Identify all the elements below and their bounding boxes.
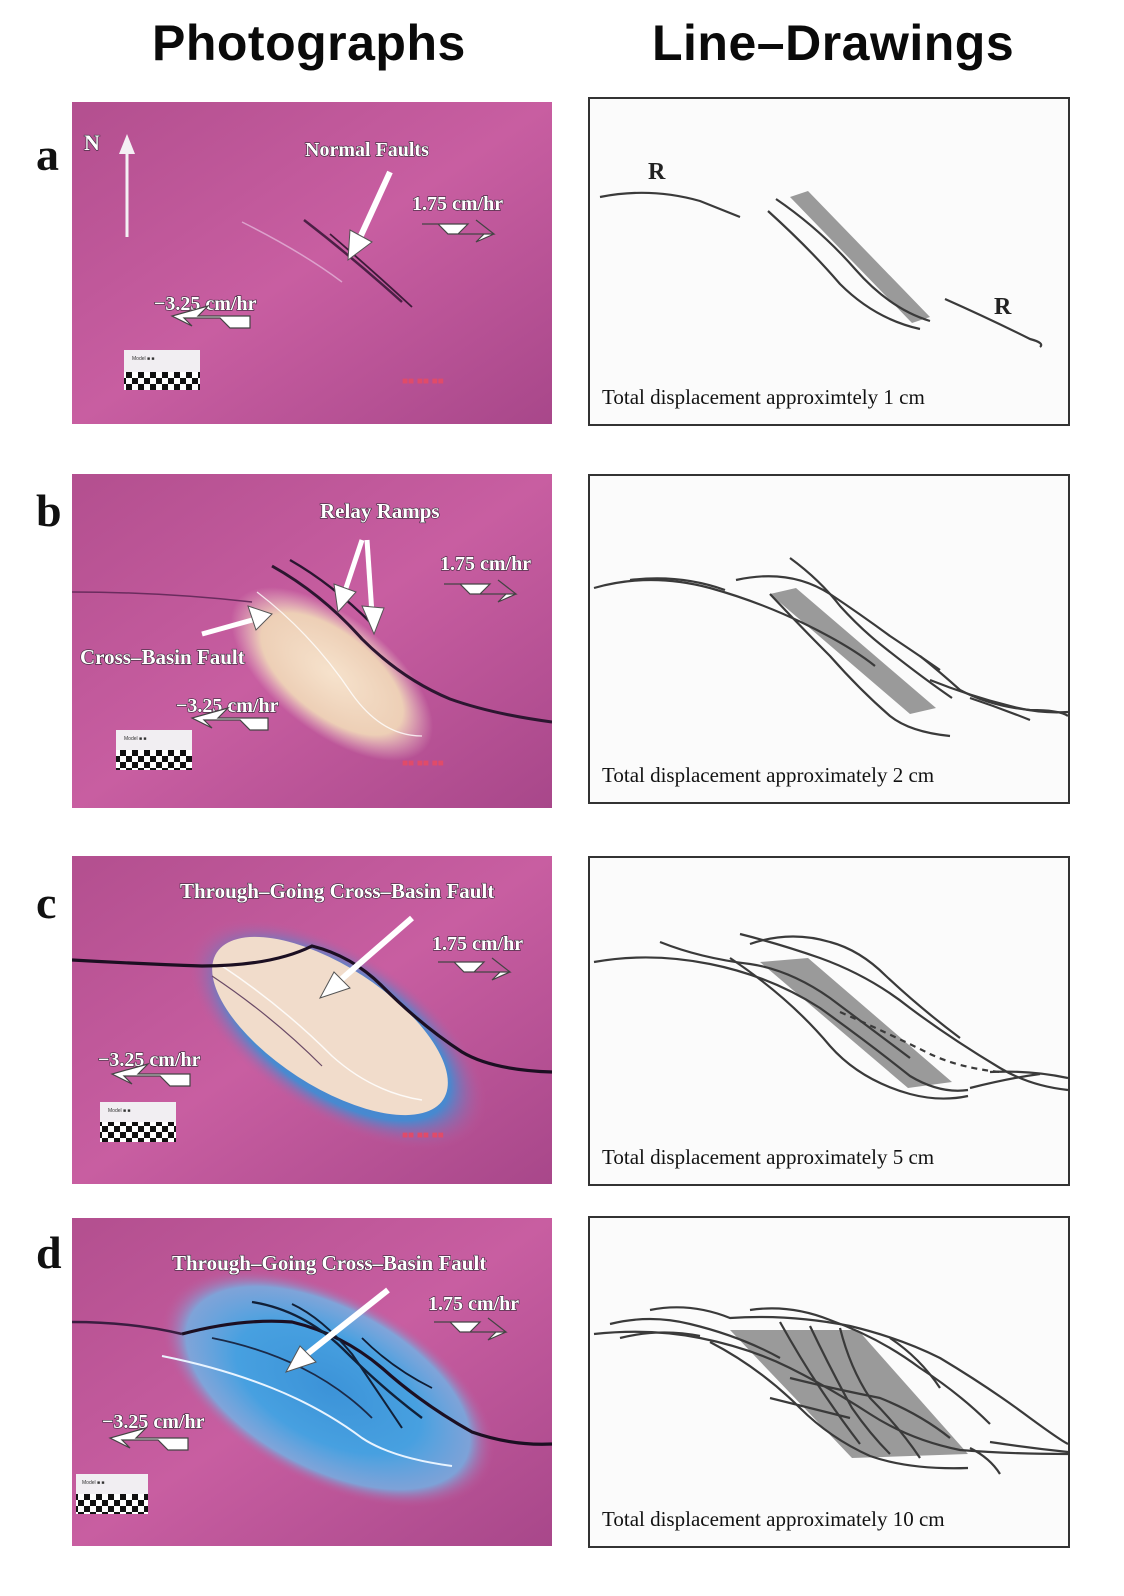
- displacement-caption: Total displacement approximately 5 cm: [602, 1145, 935, 1169]
- normal-faults-pointer-icon: [347, 170, 393, 262]
- r-label-left: R: [648, 159, 666, 185]
- cross-basin-fault-pointer-icon: [201, 605, 273, 637]
- panel-d-letter: d: [36, 1227, 62, 1278]
- panel-c-line-drawing: Total displacement approximately 5 cm: [588, 856, 1070, 1186]
- cross-basin-fault-label: Cross–Basin Fault: [80, 645, 245, 669]
- relay-ramps-label: Relay Ramps: [320, 499, 440, 523]
- svg-text:Model ■ ■: Model ■ ■: [124, 736, 146, 742]
- relay-ramps-pointer-icon: [333, 539, 385, 636]
- shear-arrow-left-icon: [108, 1426, 189, 1451]
- shear-arrow-right-icon: [444, 579, 518, 603]
- panel-c-photo: Through–Going Cross–Basin Fault 1.75 cm/…: [72, 856, 552, 1184]
- shear-arrow-left-icon: [190, 706, 269, 731]
- svg-text:■■ ■■ ■■: ■■ ■■ ■■: [402, 376, 444, 387]
- photographs-header: Photographs: [152, 15, 466, 71]
- stretch-zone-shading: [760, 958, 952, 1088]
- shear-arrow-left-icon: [110, 1062, 191, 1087]
- panel-b-letter: b: [36, 485, 62, 536]
- panel-a-letter: a: [36, 129, 59, 180]
- rate-left-label: −3.25 cm/hr: [102, 1411, 205, 1433]
- rate-right-label: 1.75 cm/hr: [428, 1293, 519, 1315]
- scale-card-icon: Model ■ ■: [116, 730, 192, 770]
- through-going-fault-pointer-icon: [284, 1287, 390, 1373]
- displacement-caption: Total displacement approximately 10 cm: [602, 1507, 945, 1531]
- line-drawings-header: Line–Drawings: [652, 15, 1015, 71]
- stretch-zone-shading: [790, 191, 930, 323]
- shear-arrow-left-icon: [170, 304, 251, 329]
- through-going-fault-label: Through–Going Cross–Basin Fault: [180, 879, 494, 903]
- svg-text:Model ■ ■: Model ■ ■: [132, 356, 154, 362]
- rate-left-label: −3.25 cm/hr: [154, 293, 257, 315]
- rate-right-label: 1.75 cm/hr: [440, 553, 531, 575]
- north-label: N: [84, 130, 100, 155]
- scale-card-icon: Model ■ ■: [100, 1102, 176, 1142]
- panel-a-photo: N Normal Faults 1.75 cm/hr −3.25 cm/hr M…: [72, 102, 552, 424]
- north-arrow-icon: [119, 134, 135, 237]
- displacement-caption: Total displacement approximtely 1 cm: [602, 385, 925, 409]
- displacement-caption: Total displacement approximately 2 cm: [602, 763, 935, 787]
- svg-text:■■ ■■ ■■: ■■ ■■ ■■: [402, 1130, 444, 1141]
- scale-card-icon: Model ■ ■: [76, 1474, 148, 1514]
- scale-card-icon: Model ■ ■: [124, 350, 200, 390]
- panel-d-photo: Through–Going Cross–Basin Fault 1.75 cm/…: [72, 1218, 552, 1546]
- through-going-fault-pointer-icon: [318, 915, 414, 999]
- r-label-right: R: [994, 294, 1012, 320]
- svg-text:■■ ■■ ■■: ■■ ■■ ■■: [402, 758, 444, 769]
- shear-arrow-right-icon: [422, 219, 496, 243]
- shear-arrow-right-icon: [438, 957, 512, 981]
- normal-faults-label: Normal Faults: [305, 139, 429, 161]
- rate-left-label: −3.25 cm/hr: [176, 695, 279, 717]
- shear-arrow-right-icon: [434, 1317, 508, 1341]
- panel-a-line-drawing: R R Total displacement approximtely 1 cm: [588, 97, 1070, 426]
- through-going-fault-label: Through–Going Cross–Basin Fault: [172, 1251, 486, 1275]
- rate-right-label: 1.75 cm/hr: [432, 933, 523, 955]
- rate-right-label: 1.75 cm/hr: [412, 193, 503, 215]
- stretch-zone-shading: [730, 1330, 968, 1458]
- svg-text:Model ■ ■: Model ■ ■: [82, 1480, 104, 1486]
- rate-left-label: −3.25 cm/hr: [98, 1049, 201, 1071]
- panel-b-line-drawing: Total displacement approximately 2 cm: [588, 474, 1070, 804]
- panel-d-line-drawing: Total displacement approximately 10 cm: [588, 1216, 1070, 1548]
- panel-b-photo: Relay Ramps Cross–Basin Fault 1.75 cm/hr…: [72, 474, 552, 808]
- panel-c-letter: c: [36, 877, 57, 928]
- svg-text:Model ■ ■: Model ■ ■: [108, 1108, 130, 1114]
